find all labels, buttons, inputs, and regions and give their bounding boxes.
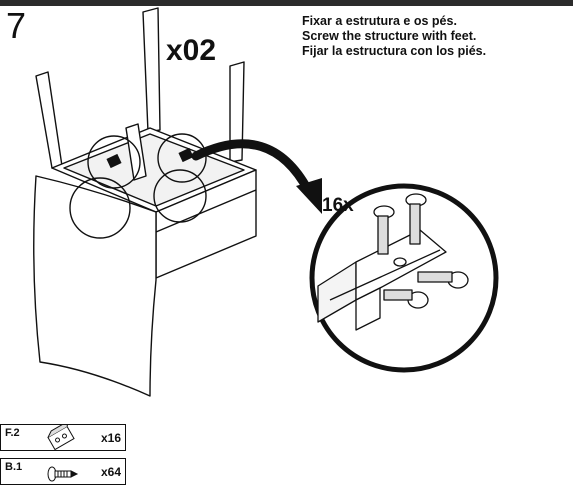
step-quantity: x02 (166, 34, 217, 67)
part-code: F.2 (5, 427, 20, 439)
part-row-b1: B.1 x64 (0, 458, 126, 485)
leg-back-right (229, 61, 245, 163)
part-count: x16 (100, 431, 121, 445)
top-bar (0, 0, 573, 6)
leg-back-middle (142, 7, 161, 133)
corner-bracket-icon (47, 425, 75, 451)
instruction-es: Fijar la estructura con los piés. (302, 44, 487, 58)
backrest-panel (33, 175, 157, 397)
step-number: 7 (6, 5, 27, 46)
screw-icon (47, 466, 79, 482)
instructions: Fixar a estrutura e os pés. Screw the st… (302, 14, 486, 59)
part-code: B.1 (5, 461, 23, 473)
callout-arrow (191, 139, 313, 195)
instruction-pt: Fixar a estrutura e os pés. (302, 14, 457, 28)
screw-group (373, 193, 469, 309)
part-count: x64 (100, 465, 121, 479)
leg-back-left (35, 71, 63, 169)
leg-front (125, 123, 147, 181)
instruction-en: Screw the structure with feet. (302, 29, 477, 43)
part-row-f2: F.2 x16 (0, 424, 126, 451)
callout-count: 16x (322, 195, 354, 216)
